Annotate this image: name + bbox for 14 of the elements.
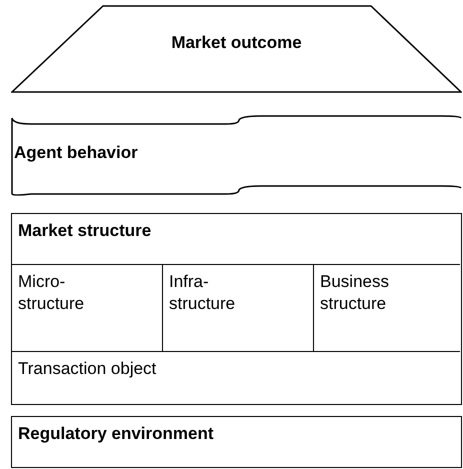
wavy-banner [11, 114, 462, 196]
node-label: Transaction object [18, 358, 158, 380]
node-label: Agent behavior [14, 142, 138, 164]
node-label: Market structure [18, 220, 152, 242]
node-label: Infra- structure [169, 271, 236, 315]
node-label: Micro- structure [18, 271, 86, 315]
node-label: Business structure [320, 271, 390, 315]
node-label: Regulatory environment [18, 423, 215, 445]
environment-box [11, 416, 462, 468]
table-cell [163, 264, 314, 351]
structure-box [11, 213, 462, 405]
trapezoid-shape [11, 5, 462, 93]
table-cell [12, 264, 163, 351]
node-label: Market outcome [170, 32, 303, 54]
